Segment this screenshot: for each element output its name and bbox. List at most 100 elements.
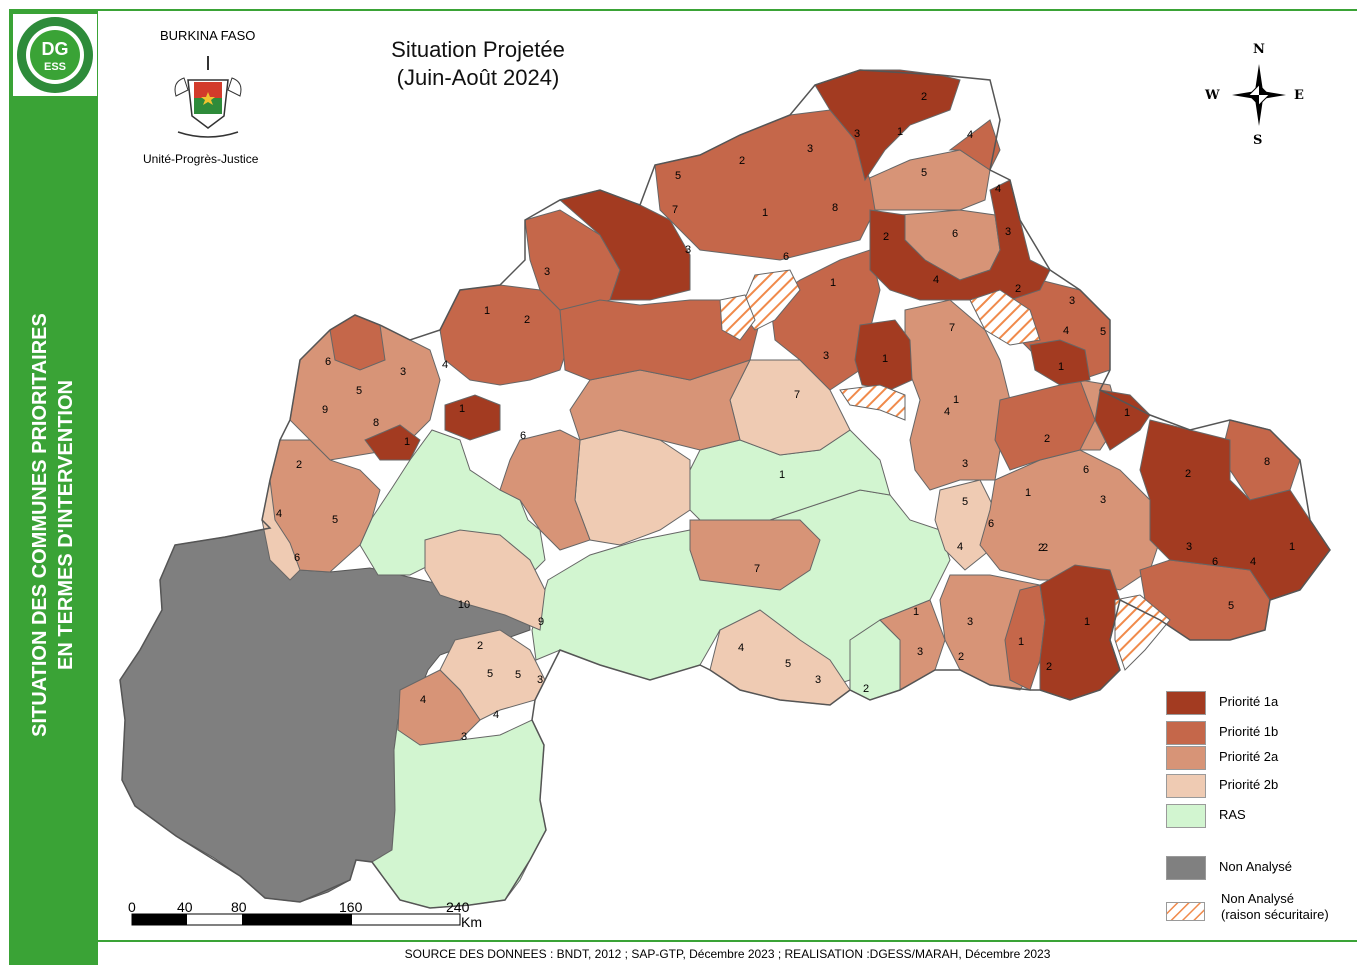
commune-number: 1 [1289,541,1295,553]
region-ras-southwest [371,719,547,909]
commune-number: 2 [1038,542,1044,554]
commune-number: 1 [1124,407,1130,419]
region-hatched-north-center-west [719,294,756,341]
commune-number: 6 [294,552,300,564]
region-priority-2a-north [864,149,991,211]
commune-number: 4 [995,183,1001,195]
region-priority-2a-center-west [499,429,591,551]
commune-number: 5 [675,170,681,182]
region-priority-1b-north [654,109,876,261]
dgess-logo: DG ESS [13,14,97,96]
commune-number: 1 [459,403,465,415]
commune-number: 10 [458,599,470,611]
scale-unit: Km [461,914,482,930]
region-priority-2b-east-small [934,479,996,571]
map-title-line2: (Juin-Août 2024) [396,65,560,90]
commune-number: 1 [762,207,768,219]
commune-number: 3 [544,266,550,278]
legend-label: Priorité 2b [1219,777,1279,792]
commune-number: 3 [400,366,406,378]
commune-number: 2 [1044,433,1050,445]
commune-number: 6 [1083,464,1089,476]
logo-text-bottom: ESS [44,61,66,73]
commune-number: 5 [515,669,521,681]
commune-number: 8 [832,202,838,214]
legend-swatch [1166,691,1206,715]
commune-number: 5 [962,496,968,508]
region-priority-1a-center-east [854,319,913,391]
commune-number: 1 [404,436,410,448]
commune-number: 1 [779,469,785,481]
commune-number: 9 [322,404,328,416]
compass-east: E [1294,88,1304,103]
commune-number: 2 [1046,661,1052,673]
compass-west: W [1205,88,1220,103]
commune-number: 1 [913,606,919,618]
compass-rose [1232,64,1286,126]
commune-number: 6 [952,228,958,240]
commune-number: 2 [1185,468,1191,480]
commune-number: 2 [1015,283,1021,295]
commune-number: 3 [685,244,691,256]
legend-label: Priorité 2a [1219,749,1279,764]
scale-tick-160: 160 [339,899,363,915]
commune-number: 5 [487,668,493,680]
region-priority-1a-east [1094,389,1151,451]
legend-label: RAS [1219,807,1246,822]
commune-number: 3 [1100,494,1106,506]
commune-number: 7 [949,322,955,334]
legend-swatch [1166,804,1206,828]
region-hatched-northeast [969,289,1041,346]
commune-number: 3 [854,128,860,140]
legend-label: Non Analysé [1219,859,1292,874]
commune-number: 3 [962,458,968,470]
region-priority-2b-center-west [574,429,691,546]
commune-number: 8 [1264,456,1270,468]
commune-number: 6 [325,356,331,368]
legend-swatch [1166,721,1206,745]
commune-number: 4 [493,709,499,721]
region-priority-2b-west [424,529,546,631]
national-motto: Unité-Progrès-Justice [143,152,259,166]
legend-label: Priorité 1a [1219,694,1279,709]
commune-number: 5 [1228,600,1234,612]
region-priority-1b-northwest [439,284,571,386]
commune-number: 3 [537,674,543,686]
commune-number: 5 [356,385,362,397]
region-priority-1b-center-north [559,299,761,381]
bottom-rule [98,940,1357,942]
coat-of-arms-emblem [174,56,242,138]
commune-number: 3 [1005,226,1011,238]
compass-north: N [1253,42,1265,57]
commune-number: 4 [944,406,950,418]
legend-swatch [1166,856,1206,880]
commune-number: 5 [785,658,791,670]
region-priority-1a-far-west [364,424,421,461]
region-priority-1a-southeast [1039,564,1121,701]
commune-number: 3 [461,731,467,743]
side-band [9,9,98,965]
commune-number: 1 [1018,636,1024,648]
commune-number: 1 [1025,487,1031,499]
region-priority-2a-center-south [689,519,821,591]
region-priority-1b-east-center [994,379,1096,471]
commune-number: 1 [830,277,836,289]
commune-number: 2 [883,231,889,243]
commune-number: 2 [863,683,869,695]
region-priority-1b-east-north-border [948,119,1001,171]
commune-number: 1 [484,305,490,317]
commune-number: 1 [1058,361,1064,373]
commune-number: 2 [958,651,964,663]
commune-number: 1 [882,353,888,365]
commune-number: 4 [442,359,448,371]
logo-text-top: DG [42,39,69,59]
data-source: SOURCE DES DONNEES : BNDT, 2012 ; SAP-GT… [404,947,1051,961]
commune-number: 3 [1186,541,1192,553]
commune-number: 4 [420,694,426,706]
map-title-line1: Situation Projetée [391,37,565,62]
legend-label-hatched: Non Analysé (raison sécuritaire) [1221,891,1329,923]
country-label: BURKINA FASO [160,28,256,43]
commune-number: 6 [988,518,994,530]
map-title: Situation Projetée (Juin-Août 2024) [366,36,590,92]
